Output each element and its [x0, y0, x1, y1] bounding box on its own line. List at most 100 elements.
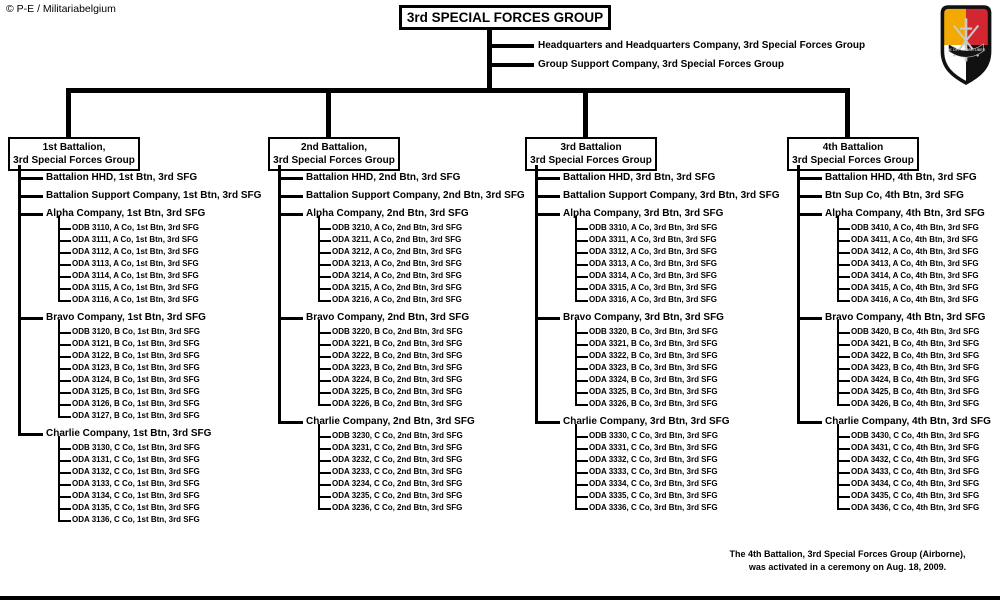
team-label: ODA 3424, B Co, 4th Btn, 3rd SFG: [851, 375, 980, 384]
unit-label: Btn Sup Co, 4th Btn, 3rd SFG: [825, 190, 964, 201]
team-node: ODB 3310, A Co, 3rd Btn, 3rd SFG: [563, 216, 775, 237]
team-label: ODA 3134, C Co, 1st Btn, 3rd SFG: [72, 491, 200, 500]
team-node: ODA 3332, C Co, 3rd Btn, 3rd SFG: [563, 448, 775, 469]
credit-text: © P-E / Militariabelgium: [6, 3, 116, 15]
company-label: Bravo Company, 2nd Btn, 3rd SFG: [306, 312, 470, 323]
team-label: ODA 3312, A Co, 3rd Btn, 3rd SFG: [589, 247, 718, 256]
team-label: ODA 3422, B Co, 4th Btn, 3rd SFG: [851, 351, 980, 360]
team-label: ODA 3211, A Co, 2nd Btn, 3rd SFG: [332, 235, 462, 244]
team-node: ODA 3315, A Co, 3rd Btn, 3rd SFG: [563, 276, 775, 297]
team-node: ODA 3432, C Co, 4th Btn, 3rd SFG: [825, 448, 1000, 469]
team-label: ODA 3413, A Co, 4th Btn, 3rd SFG: [851, 259, 979, 268]
team-node: ODA 3422, B Co, 4th Btn, 3rd SFG: [825, 344, 1000, 365]
company-node: Alpha Company, 4th Btn, 3rd SFG ODB 3410…: [787, 201, 1000, 312]
team-node: ODA 3134, C Co, 1st Btn, 3rd SFG: [46, 484, 258, 505]
connector-battalion-drop: [583, 93, 588, 137]
team-label: ODA 3411, A Co, 4th Btn, 3rd SFG: [851, 235, 979, 244]
team-label: ODA 3131, C Co, 1st Btn, 3rd SFG: [72, 455, 200, 464]
team-node: ODB 3410, A Co, 4th Btn, 3rd SFG: [825, 216, 1000, 237]
unit-insignia: DE OPPRESSO LIBER: [940, 5, 992, 85]
team-node: ODA 3113, A Co, 1st Btn, 3rd SFG: [46, 252, 258, 273]
unit-label: Battalion Support Company, 1st Btn, 3rd …: [46, 190, 262, 201]
team-label: ODA 3331, C Co, 3rd Btn, 3rd SFG: [589, 443, 718, 452]
team-label: ODA 3313, A Co, 3rd Btn, 3rd SFG: [589, 259, 718, 268]
team-node: ODB 3420, B Co, 4th Btn, 3rd SFG: [825, 320, 1000, 341]
team-label: ODA 3426, B Co, 4th Btn, 3rd SFG: [851, 399, 980, 408]
company-node: Bravo Company, 2nd Btn, 3rd SFG ODB 3220…: [268, 305, 518, 416]
team-label: ODA 3126, B Co, 1st Btn, 3rd SFG: [72, 399, 200, 408]
team-label: ODA 3125, B Co, 1st Btn, 3rd SFG: [72, 387, 200, 396]
battalion-column: 3rd Battalion 3rd Special Forces Group B…: [525, 93, 780, 519]
team-label: ODA 3113, A Co, 1st Btn, 3rd SFG: [72, 259, 199, 268]
team-node: ODB 3330, C Co, 3rd Btn, 3rd SFG: [563, 424, 775, 445]
team-node: ODB 3120, B Co, 1st Btn, 3rd SFG: [46, 320, 258, 341]
unit-battalion-hhd: Battalion HHD, 3rd Btn, 3rd SFG: [525, 165, 775, 190]
team-node: ODA 3423, B Co, 4th Btn, 3rd SFG: [825, 356, 1000, 377]
team-node: ODA 3335, C Co, 3rd Btn, 3rd SFG: [563, 484, 775, 505]
team-node: ODB 3430, C Co, 4th Btn, 3rd SFG: [825, 424, 1000, 445]
team-list: ODB 3330, C Co, 3rd Btn, 3rd SFG ODA 333…: [563, 424, 775, 514]
team-node: ODA 3216, A Co, 2nd Btn, 3rd SFG: [306, 288, 518, 306]
team-label: ODA 3122, B Co, 1st Btn, 3rd SFG: [72, 351, 200, 360]
company-node: Charlie Company, 4th Btn, 3rd SFG ODB 34…: [787, 409, 1000, 514]
unit-label: Battalion HHD, 1st Btn, 3rd SFG: [46, 172, 198, 183]
team-label: ODA 3112, A Co, 1st Btn, 3rd SFG: [72, 247, 199, 256]
team-node: ODA 3224, B Co, 2nd Btn, 3rd SFG: [306, 368, 518, 389]
team-label: ODA 3221, B Co, 2nd Btn, 3rd SFG: [332, 339, 463, 348]
team-label: ODA 3335, C Co, 3rd Btn, 3rd SFG: [589, 491, 718, 500]
team-node: ODA 3421, B Co, 4th Btn, 3rd SFG: [825, 332, 1000, 353]
team-node: ODA 3112, A Co, 1st Btn, 3rd SFG: [46, 240, 258, 261]
team-label: ODA 3412, A Co, 4th Btn, 3rd SFG: [851, 247, 979, 256]
activation-footnote: The 4th Battalion, 3rd Special Forces Gr…: [700, 548, 995, 574]
team-label: ODA 3435, C Co, 4th Btn, 3rd SFG: [851, 491, 980, 500]
team-node: ODA 3127, B Co, 1st Btn, 3rd SFG: [46, 404, 258, 422]
team-label: ODA 3416, A Co, 4th Btn, 3rd SFG: [851, 295, 979, 304]
connector-trunk: [487, 28, 492, 89]
team-list: ODB 3410, A Co, 4th Btn, 3rd SFG ODA 341…: [825, 216, 1000, 306]
team-label: ODA 3326, B Co, 3rd Btn, 3rd SFG: [589, 399, 718, 408]
company-label: Bravo Company, 4th Btn, 3rd SFG: [825, 312, 986, 323]
team-node: ODA 3316, A Co, 3rd Btn, 3rd SFG: [563, 288, 775, 306]
battalion-subname: 3rd Special Forces Group: [273, 155, 395, 166]
team-node: ODA 3236, C Co, 2nd Btn, 3rd SFG: [306, 496, 518, 514]
bottom-border-bar: [0, 596, 1000, 600]
team-node: ODB 3220, B Co, 2nd Btn, 3rd SFG: [306, 320, 518, 341]
connector-bus: [66, 88, 850, 93]
team-list: ODB 3210, A Co, 2nd Btn, 3rd SFG ODA 321…: [306, 216, 518, 306]
company-node: Alpha Company, 3rd Btn, 3rd SFG ODB 3310…: [525, 201, 775, 312]
team-node: ODA 3331, C Co, 3rd Btn, 3rd SFG: [563, 436, 775, 457]
team-node: ODA 3312, A Co, 3rd Btn, 3rd SFG: [563, 240, 775, 261]
unit-label: Battalion HHD, 2nd Btn, 3rd SFG: [306, 172, 461, 183]
team-label: ODA 3123, B Co, 1st Btn, 3rd SFG: [72, 363, 200, 372]
unit-battalion-support: Battalion Support Company, 1st Btn, 3rd …: [8, 183, 262, 208]
unit-battalion-hhd: Battalion HHD, 2nd Btn, 3rd SFG: [268, 165, 518, 190]
team-node: ODA 3213, A Co, 2nd Btn, 3rd SFG: [306, 252, 518, 273]
battalion-subname: 3rd Special Forces Group: [530, 155, 652, 166]
team-node: ODA 3435, C Co, 4th Btn, 3rd SFG: [825, 484, 1000, 505]
team-node: ODA 3123, B Co, 1st Btn, 3rd SFG: [46, 356, 258, 377]
team-label: ODA 3233, C Co, 2nd Btn, 3rd SFG: [332, 467, 463, 476]
unit-battalion-support: Battalion Support Company, 2nd Btn, 3rd …: [268, 183, 525, 208]
battalion-column: 2nd Battalion, 3rd Special Forces Group …: [268, 93, 525, 519]
battalion-tree: Battalion HHD, 2nd Btn, 3rd SFG Battalio…: [268, 165, 525, 514]
team-label: ODA 3223, B Co, 2nd Btn, 3rd SFG: [332, 363, 463, 372]
team-node: ODA 3212, A Co, 2nd Btn, 3rd SFG: [306, 240, 518, 261]
team-label: ODB 3420, B Co, 4th Btn, 3rd SFG: [851, 327, 980, 336]
team-label: ODA 3433, C Co, 4th Btn, 3rd SFG: [851, 467, 980, 476]
company-label: Charlie Company, 1st Btn, 3rd SFG: [46, 428, 212, 439]
team-node: ODB 3110, A Co, 1st Btn, 3rd SFG: [46, 216, 258, 237]
team-label: ODA 3212, A Co, 2nd Btn, 3rd SFG: [332, 247, 462, 256]
team-node: ODA 3336, C Co, 3rd Btn, 3rd SFG: [563, 496, 775, 514]
team-node: ODB 3130, C Co, 1st Btn, 3rd SFG: [46, 436, 258, 457]
team-label: ODA 3116, A Co, 1st Btn, 3rd SFG: [72, 295, 199, 304]
company-node: Charlie Company, 3rd Btn, 3rd SFG ODB 33…: [525, 409, 775, 514]
team-list: ODB 3230, C Co, 2nd Btn, 3rd SFG ODA 323…: [306, 424, 518, 514]
team-label: ODA 3325, B Co, 3rd Btn, 3rd SFG: [589, 387, 718, 396]
company-label: Alpha Company, 2nd Btn, 3rd SFG: [306, 208, 469, 219]
team-node: ODA 3116, A Co, 1st Btn, 3rd SFG: [46, 288, 258, 306]
team-label: ODA 3222, B Co, 2nd Btn, 3rd SFG: [332, 351, 463, 360]
team-node: ODA 3323, B Co, 3rd Btn, 3rd SFG: [563, 356, 775, 377]
team-label: ODA 3111, A Co, 1st Btn, 3rd SFG: [72, 235, 199, 244]
battalion-name: 1st Battalion,: [42, 142, 106, 153]
